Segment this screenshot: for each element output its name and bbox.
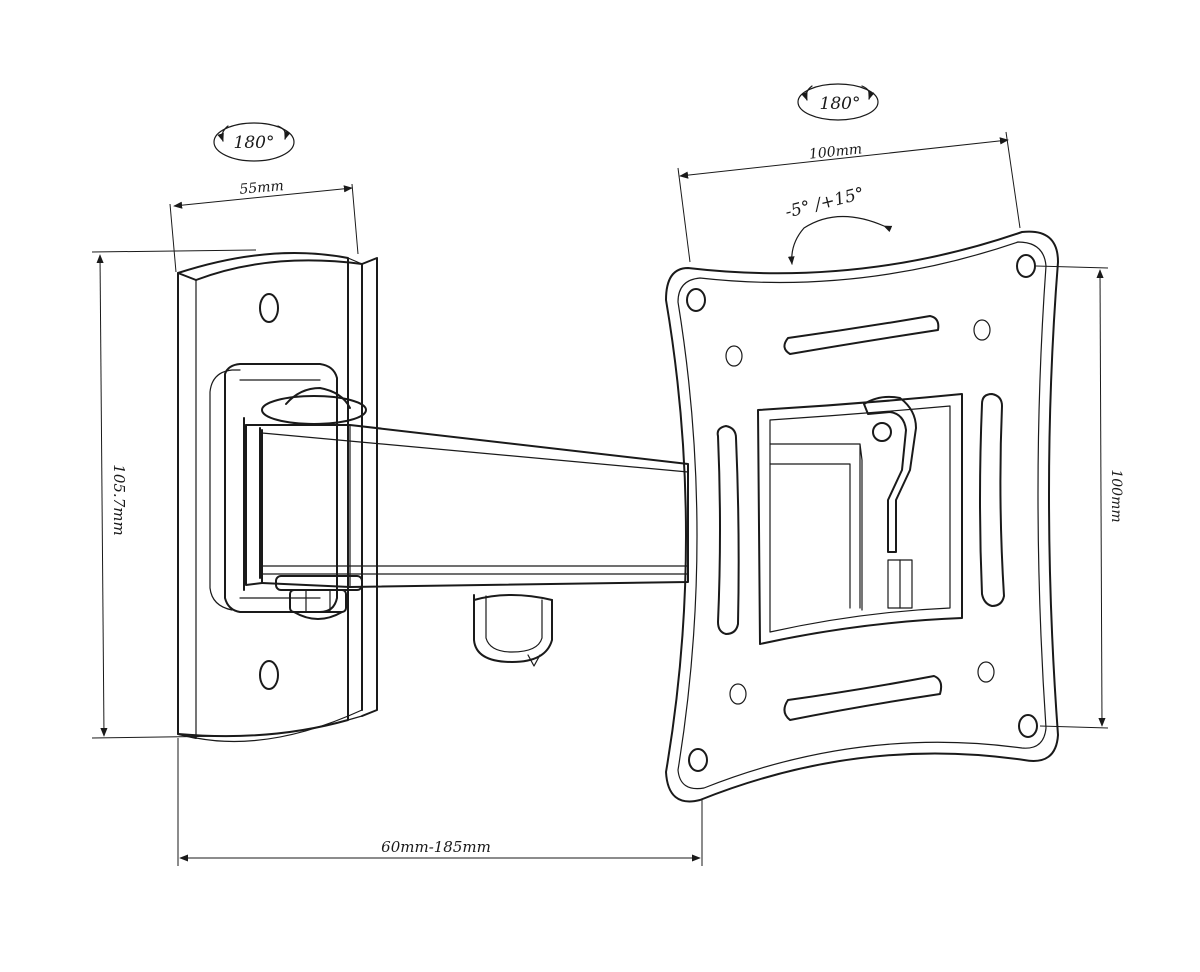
wall-plate-width-dimension bbox=[169, 183, 359, 273]
extension-range-dimension bbox=[177, 738, 703, 866]
vesa-slots bbox=[716, 315, 1005, 721]
tilt-bracket bbox=[757, 393, 963, 645]
wall-plate-holes bbox=[259, 293, 279, 690]
wall-pivot-bracket bbox=[209, 363, 338, 613]
right-rotation-label: 180° bbox=[820, 94, 861, 114]
wall-plate-height-label: 105.7mm bbox=[110, 464, 128, 535]
wall-plate-height-dimension bbox=[91, 249, 257, 739]
vesa-plate bbox=[665, 230, 1059, 803]
extension-range-label: 60mm-185mm bbox=[381, 838, 491, 856]
cable-clip bbox=[473, 594, 553, 667]
extension-arm bbox=[245, 424, 689, 588]
left-rotation-label: 180° bbox=[234, 133, 275, 153]
vesa-vertical-dimension bbox=[1035, 265, 1109, 729]
left-rotation-indicator bbox=[213, 122, 295, 162]
vesa-mounting-holes bbox=[686, 254, 1038, 772]
vesa-vertical-label: 100mm bbox=[1108, 469, 1124, 522]
pivot-cap bbox=[261, 387, 367, 425]
vesa-horizontal-label: 100mm bbox=[808, 141, 863, 162]
vesa-horizontal-dimension bbox=[677, 131, 1021, 263]
wall-plate-width-label: 55mm bbox=[239, 178, 285, 198]
tilt-indicator bbox=[787, 215, 893, 265]
right-rotation-indicator bbox=[797, 83, 879, 121]
